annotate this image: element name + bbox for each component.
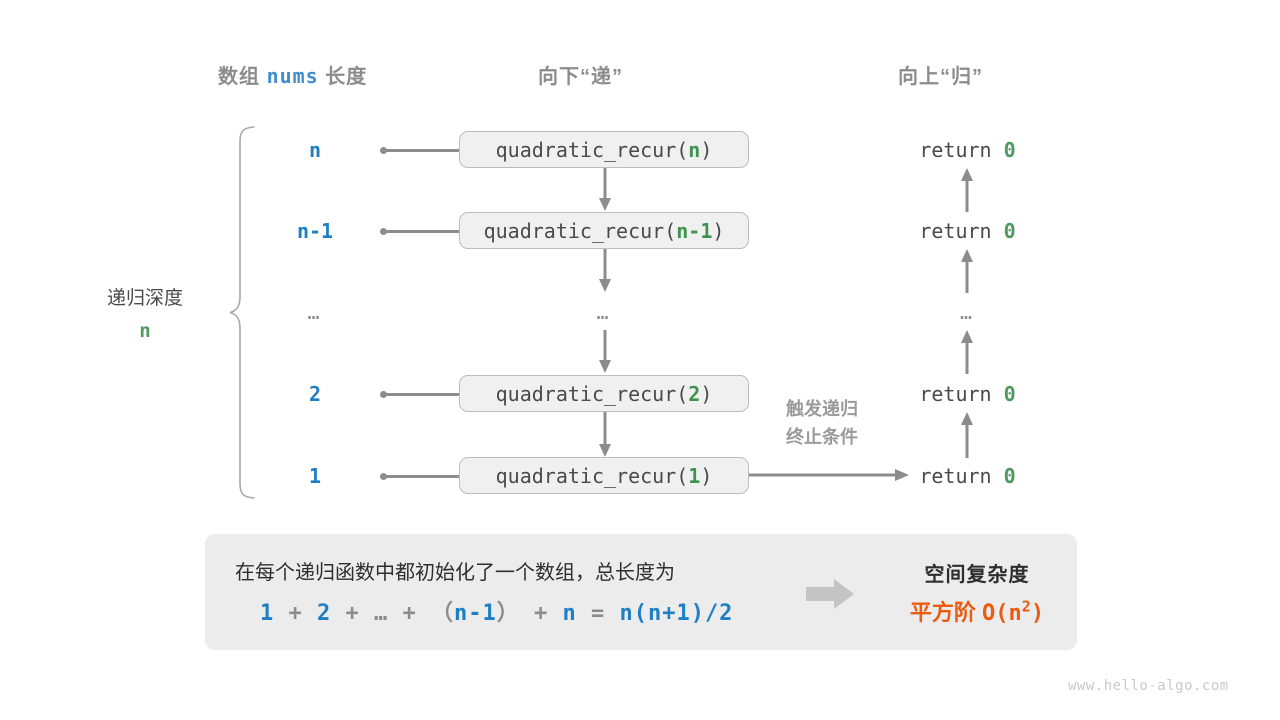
recursion-depth-label: 递归深度 n xyxy=(80,282,210,349)
descend-arrow-0 xyxy=(599,168,611,211)
connector-line-1 xyxy=(385,230,460,233)
return-label-3-text: return xyxy=(919,382,1004,406)
header-right-column: 向上“归” xyxy=(898,66,983,88)
connector-dot-1 xyxy=(380,228,387,235)
descend-arrow-3 xyxy=(599,412,611,457)
complexity-order-label: 平方阶 xyxy=(909,600,983,625)
termination-note-line1: 触发递归 xyxy=(786,399,858,419)
ascend-arrow-3 xyxy=(961,412,973,458)
call-box-1-suffix: ) xyxy=(712,218,725,243)
ascend-arrow-2 xyxy=(961,330,973,374)
return-label-0: return 0 xyxy=(880,138,1055,162)
call-box-1-prefix: quadratic_recur( xyxy=(483,218,677,243)
complexity-value: 平方阶 O(n2) xyxy=(877,595,1077,627)
formula-op-4: = xyxy=(576,601,620,626)
site-watermark: www.hello-algo.com xyxy=(1068,678,1229,694)
header-left-column: 数组 nums 长度 xyxy=(218,60,367,89)
call-box-0-suffix: ) xyxy=(700,137,713,162)
row-index-1: n-1 xyxy=(296,219,334,243)
connector-line-0 xyxy=(385,149,460,152)
return-label-2: … xyxy=(959,300,976,324)
call-box-2: … xyxy=(596,300,612,324)
formula-term-3: n-1 xyxy=(453,601,497,626)
termination-note: 触发递归 终止条件 xyxy=(752,396,892,452)
formula-term-1: 1 xyxy=(260,601,275,626)
formula-op-1: + xyxy=(274,601,317,626)
depth-brace xyxy=(229,126,255,499)
call-box-1-arg: n-1 xyxy=(676,218,713,243)
return-label-1-value: 0 xyxy=(1003,219,1016,243)
descend-arrow-2 xyxy=(599,330,611,373)
ascend-arrow-1 xyxy=(961,249,973,293)
return-label-0-text: return xyxy=(919,138,1004,162)
return-label-3: return 0 xyxy=(880,382,1055,406)
result-arrow-icon xyxy=(806,579,854,609)
termination-note-line2: 终止条件 xyxy=(786,426,858,447)
summary-description: 在每个递归函数中都初始化了一个数组，总长度为 xyxy=(235,562,675,584)
row-index-0: n xyxy=(308,138,322,162)
header-left-prefix: 数组 xyxy=(218,66,267,88)
recursion-depth-value: n xyxy=(139,320,151,343)
call-box-4-arg: 1 xyxy=(688,463,701,488)
complexity-title: 空间复杂度 xyxy=(924,564,1030,586)
call-box-4-suffix: ) xyxy=(700,463,713,488)
formula-term-2: 2 xyxy=(317,601,332,626)
ascend-arrow-0 xyxy=(961,168,973,212)
summary-formula: 1 + 2 + … + （n-1） + n = n(n+1)/2 xyxy=(260,595,733,627)
call-box-3[interactable]: quadratic_recur(2) xyxy=(459,375,749,412)
complexity-exponent: 2 xyxy=(1021,597,1031,616)
call-box-3-suffix: ) xyxy=(700,381,713,406)
formula-term-5: n(n+1)/2 xyxy=(619,601,734,626)
call-box-1[interactable]: quadratic_recur(n-1) xyxy=(459,212,749,249)
connector-line-3 xyxy=(385,393,460,396)
row-index-3: 2 xyxy=(308,382,322,406)
return-label-4-value: 0 xyxy=(1003,464,1016,488)
return-label-1-text: return xyxy=(919,219,1004,243)
call-box-4-prefix: quadratic_recur( xyxy=(495,463,689,488)
call-box-3-arg: 2 xyxy=(688,381,701,406)
row-index-2: … xyxy=(307,300,323,324)
row-index-4: 1 xyxy=(308,464,322,488)
formula-term-4: n xyxy=(562,601,577,626)
formula-op-3: ） + xyxy=(496,601,563,626)
call-box-4[interactable]: quadratic_recur(1) xyxy=(459,457,749,494)
return-label-4: return 0 xyxy=(880,464,1055,488)
header-middle-column: 向下“递” xyxy=(538,66,623,88)
connector-dot-0 xyxy=(380,147,387,154)
summary-panel: 在每个递归函数中都初始化了一个数组，总长度为 1 + 2 + … + （n-1）… xyxy=(205,534,1077,650)
descend-arrow-1 xyxy=(599,249,611,292)
recursion-depth-title: 递归深度 xyxy=(106,288,183,309)
call-box-0[interactable]: quadratic_recur(n) xyxy=(459,131,749,168)
formula-op-2: + … + （ xyxy=(331,601,454,626)
return-label-0-value: 0 xyxy=(1003,138,1016,162)
connector-line-4 xyxy=(385,475,460,478)
complexity-bigo: O(n xyxy=(982,601,1022,626)
connector-dot-3 xyxy=(380,391,387,398)
return-label-4-text: return xyxy=(919,464,1004,488)
header-left-code: nums xyxy=(266,64,319,88)
call-box-0-prefix: quadratic_recur( xyxy=(495,137,689,162)
call-box-3-prefix: quadratic_recur( xyxy=(495,381,689,406)
return-label-3-value: 0 xyxy=(1003,382,1016,406)
base-case-arrow xyxy=(749,469,909,481)
complexity-bigo-close: ) xyxy=(1030,601,1045,626)
call-box-0-arg: n xyxy=(688,137,701,162)
header-left-suffix: 长度 xyxy=(318,66,368,88)
return-label-1: return 0 xyxy=(880,219,1055,243)
connector-dot-4 xyxy=(380,473,387,480)
